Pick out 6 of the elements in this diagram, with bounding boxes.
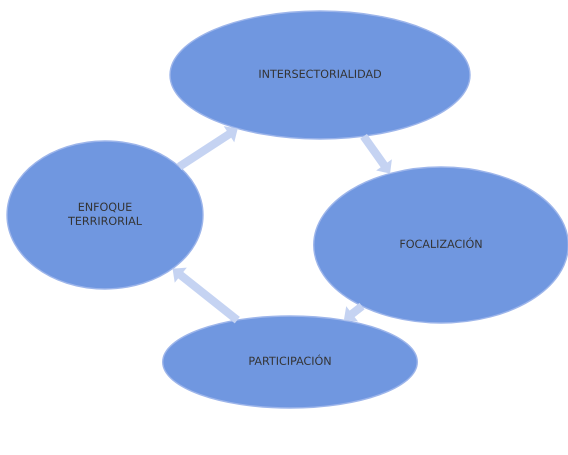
ellipse-node: PARTICIPACIÓN (162, 315, 418, 409)
ellipse-node: ENFOQUE TERRIRORIAL (6, 140, 204, 290)
block-arrow (360, 134, 392, 174)
ellipse-node: INTERSECTORIALIDAD (169, 10, 471, 140)
block-arrow (172, 268, 240, 324)
ellipse-node: FOCALIZACIÓN (313, 166, 568, 324)
